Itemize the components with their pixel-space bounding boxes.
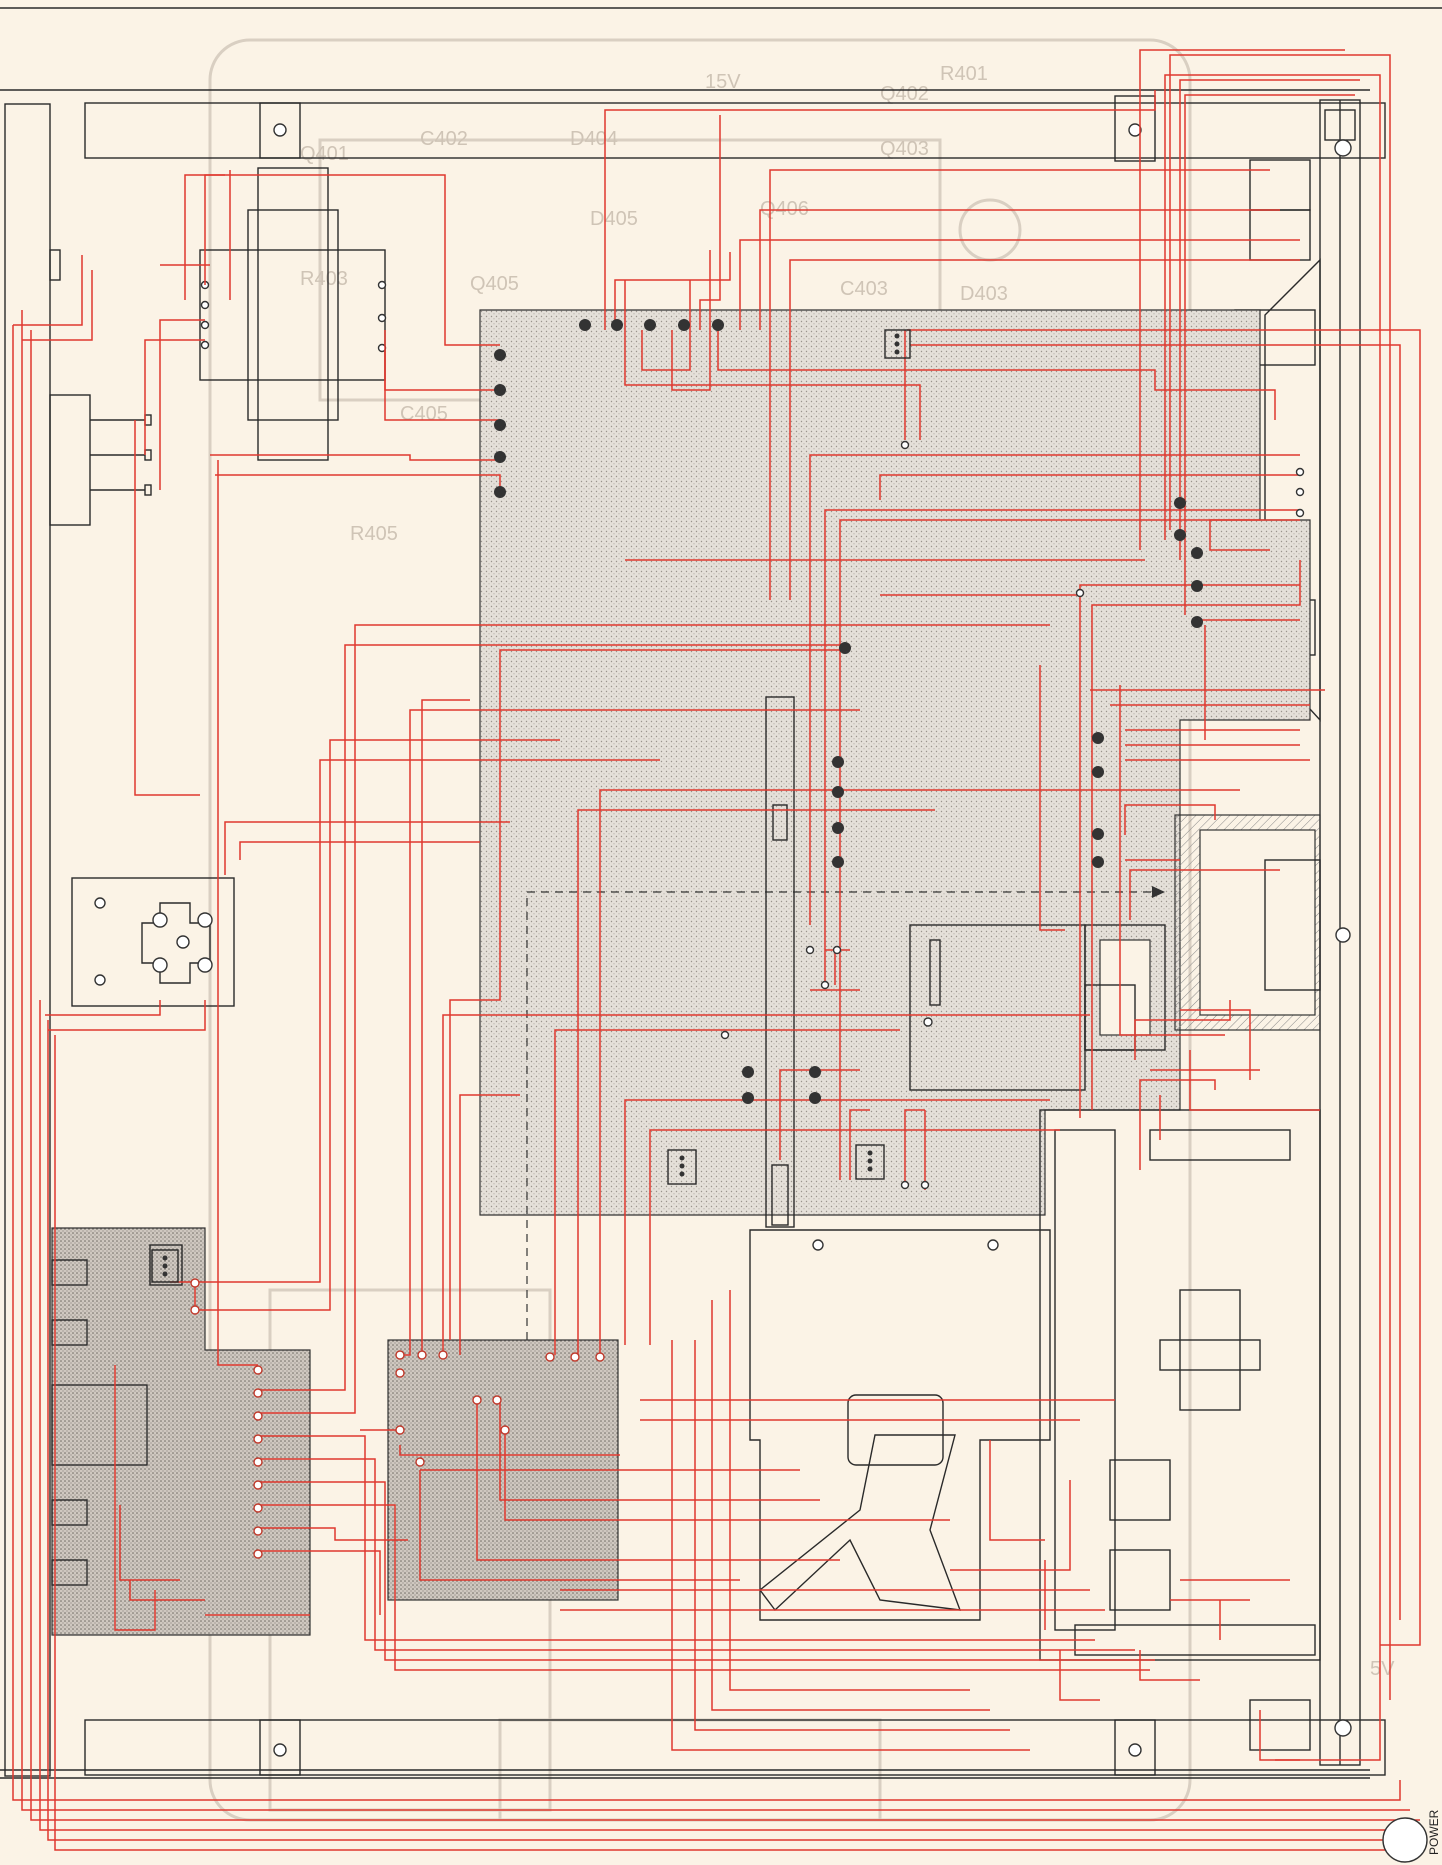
ghost-label: R401 bbox=[940, 63, 988, 85]
power-transformer bbox=[199, 167, 387, 461]
terminal-block bbox=[71, 877, 235, 1007]
ghost-label: D404 bbox=[570, 128, 618, 150]
ghost-label: R403 bbox=[300, 268, 348, 290]
connectors bbox=[151, 329, 911, 1283]
ghost-label: C402 bbox=[420, 128, 468, 150]
ghost-label: Q405 bbox=[470, 273, 519, 295]
center-slider bbox=[765, 696, 795, 1228]
power-label: POWER bbox=[1427, 1809, 1441, 1855]
ghost-label: 5V bbox=[1370, 1658, 1395, 1680]
ghost-label: D403 bbox=[960, 283, 1008, 305]
ghost-label: Q403 bbox=[880, 138, 929, 160]
ghost-label: Q402 bbox=[880, 83, 929, 105]
ghost-label: Q401 bbox=[300, 143, 349, 165]
ghost-label: C405 bbox=[400, 403, 448, 425]
ghost-label: Q406 bbox=[760, 198, 809, 220]
board-pads bbox=[494, 319, 1305, 1190]
ghost-label: R405 bbox=[350, 523, 398, 545]
bottom-rail bbox=[84, 1719, 1386, 1776]
power-supply-board bbox=[51, 1227, 311, 1636]
ghost-label: D405 bbox=[590, 208, 638, 230]
ghost-label: 15V bbox=[705, 71, 741, 93]
chassis-frame bbox=[0, 7, 1442, 1779]
top-rail bbox=[84, 95, 1386, 162]
power-switch: POWER bbox=[1382, 1809, 1441, 1863]
drive-mechanism bbox=[909, 814, 1321, 1661]
ghost-label: C403 bbox=[840, 278, 888, 300]
wiring bbox=[12, 49, 1425, 1851]
board-holes bbox=[190, 1278, 605, 1559]
lower-bracket bbox=[749, 1229, 1051, 1621]
